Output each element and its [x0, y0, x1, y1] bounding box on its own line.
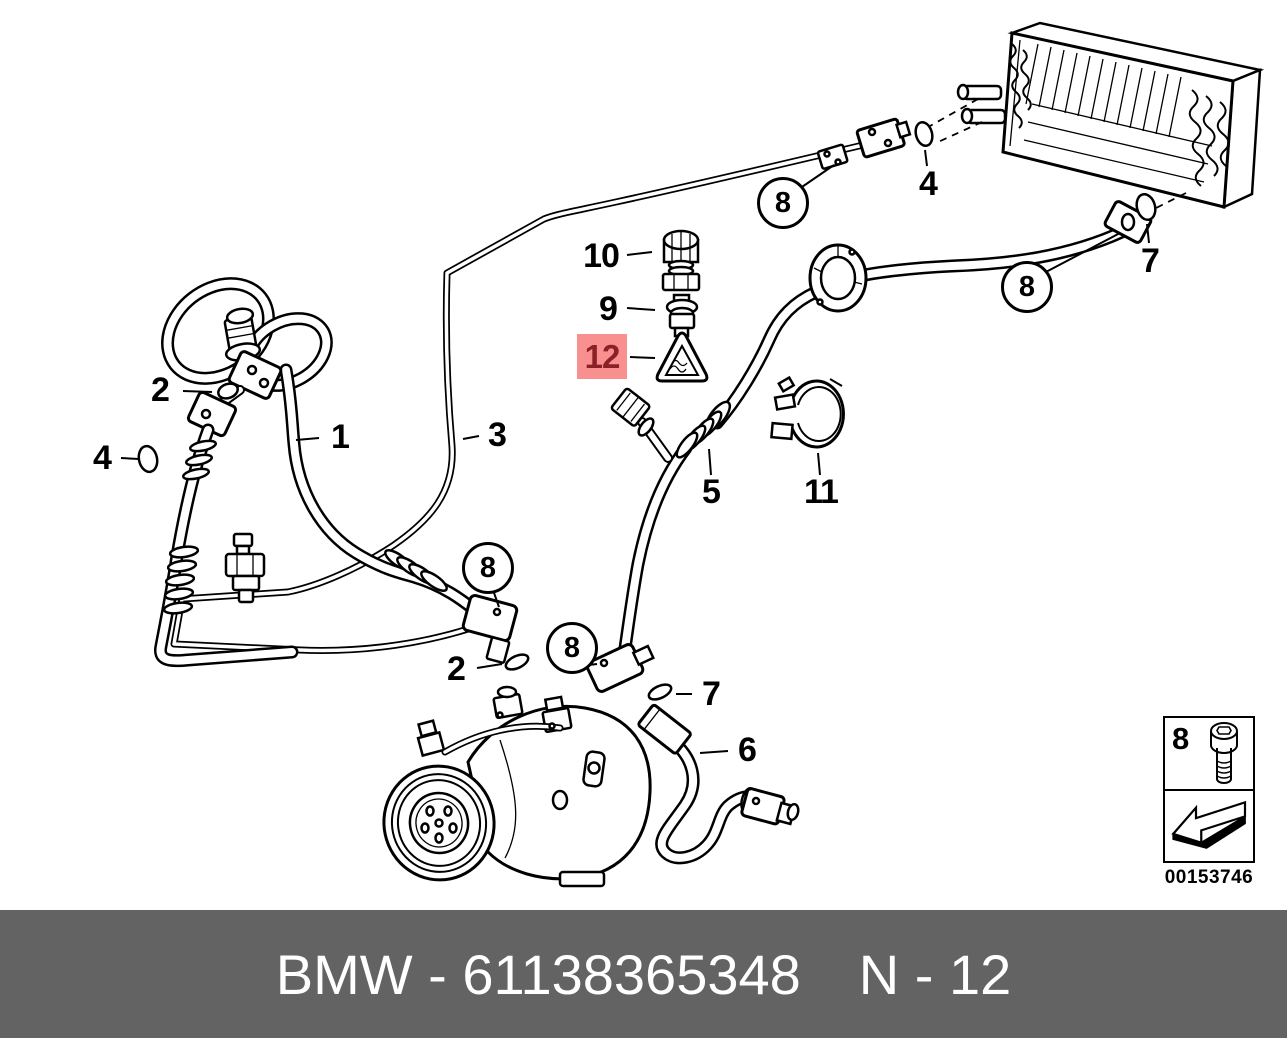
compressor-drawing [382, 685, 652, 888]
legend-arrow-cell [1165, 791, 1253, 861]
callout-1[interactable]: 1 [331, 418, 350, 456]
valve-cap-10-drawing [661, 229, 701, 292]
callout-9[interactable]: 9 [599, 290, 618, 328]
callout-12-highlighted[interactable]: 12 [577, 334, 627, 379]
callout-8-top[interactable]: 8 [757, 177, 809, 229]
callout-8-mid[interactable]: 8 [546, 622, 598, 674]
pipe-5-drawing [585, 200, 1153, 693]
callout-6[interactable]: 6 [738, 731, 757, 769]
callout-10[interactable]: 10 [583, 237, 620, 275]
grommet-drawing [808, 243, 868, 313]
callout-4-right[interactable]: 4 [919, 165, 938, 203]
callout-2-left[interactable]: 2 [151, 371, 170, 409]
legend-bolt-cell: 8 [1165, 718, 1253, 791]
direction-arrow-icon [1171, 800, 1247, 849]
callout-3[interactable]: 3 [488, 416, 507, 454]
callout-2-mid[interactable]: 2 [447, 650, 466, 688]
hose-6-drawing [637, 703, 800, 865]
legend-fastener-number: 8 [1172, 721, 1190, 756]
warning-triangle-icon [655, 331, 709, 383]
footer-sheet-ref: N - 12 [858, 942, 1012, 1006]
footer-bar: BMW - 61138365348 N - 12 [0, 910, 1287, 1038]
image-number: 00153746 [1164, 867, 1254, 888]
clamp-11-drawing [770, 375, 845, 449]
diagram-artwork [120, 21, 1265, 888]
callout-8-right[interactable]: 8 [1001, 261, 1053, 313]
pipe-3-drawing [170, 117, 912, 654]
callout-11[interactable]: 11 [804, 473, 839, 511]
callout-7-mid[interactable]: 7 [702, 675, 721, 713]
callout-5[interactable]: 5 [702, 473, 721, 511]
assembly-guides [929, 98, 1187, 209]
o-ring-drawings [137, 120, 1157, 701]
fastener-legend: 8 [1163, 716, 1255, 863]
footer-part-number: BMW - 61138365348 [275, 942, 801, 1006]
evaporator-drawing [956, 21, 1265, 210]
hose-1-drawing [154, 277, 519, 668]
callout-8-mid-left[interactable]: 8 [462, 542, 514, 594]
pressure-switch-drawing [224, 532, 266, 604]
callout-4-left[interactable]: 4 [93, 439, 112, 477]
callout-7-right[interactable]: 7 [1141, 242, 1160, 280]
bolt-icon [1210, 722, 1238, 784]
